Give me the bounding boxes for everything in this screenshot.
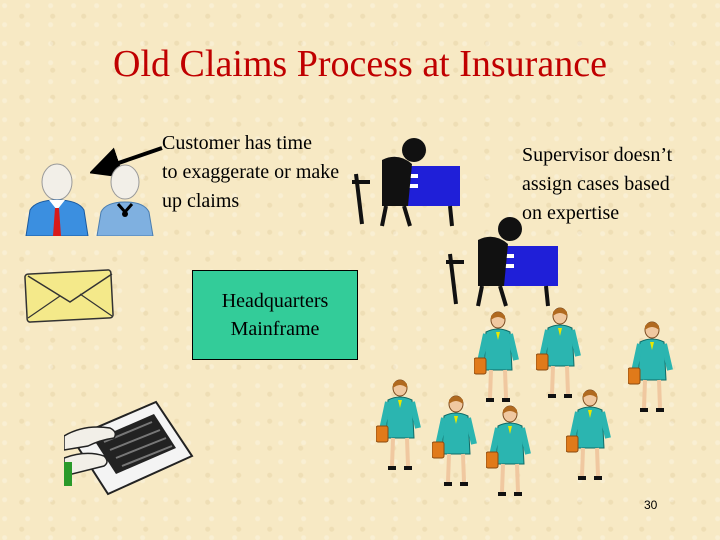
envelope-icon xyxy=(24,269,114,323)
customer-note-line-2: to exaggerate or make xyxy=(162,161,340,183)
supervisor-at-desk-icon-1 xyxy=(352,138,460,227)
clerk-with-briefcase-icon xyxy=(432,395,477,486)
supervisor-at-desk-icon-2 xyxy=(446,217,558,307)
arrow-to-customer-icon xyxy=(90,146,163,178)
clerk-with-briefcase-icon xyxy=(628,321,673,412)
supervisor-note-line-3: on expertise xyxy=(522,202,620,224)
supervisor-note: Supervisor doesn’t assign cases based on… xyxy=(522,141,712,228)
supervisor-note-line-2: assign cases based xyxy=(522,173,670,195)
supervisor-note-line-1: Supervisor doesn’t xyxy=(522,144,673,166)
customer-woman-icon xyxy=(96,164,154,236)
clerk-with-briefcase-icon xyxy=(376,379,421,470)
keyboard-typing-icon xyxy=(64,400,194,496)
customer-note-line-1: Customer has time xyxy=(162,132,312,154)
clerk-with-briefcase-icon xyxy=(474,311,519,402)
clerk-with-briefcase-icon xyxy=(566,389,611,480)
customer-note: Customer has time to exaggerate or make … xyxy=(162,129,382,216)
customer-man-icon xyxy=(25,163,89,236)
hq-box-line-1: Headquarters xyxy=(221,290,329,312)
slide-title: Old Claims Process at Insurance xyxy=(113,43,607,85)
clerk-with-briefcase-icon xyxy=(536,307,581,398)
hq-box-line-2: Mainframe xyxy=(230,318,320,340)
customer-note-line-3: up claims xyxy=(162,190,240,212)
page-number: 30 xyxy=(644,498,658,512)
clerk-with-briefcase-icon xyxy=(486,405,531,496)
headquarters-mainframe-box: Headquarters Mainframe xyxy=(192,270,358,360)
